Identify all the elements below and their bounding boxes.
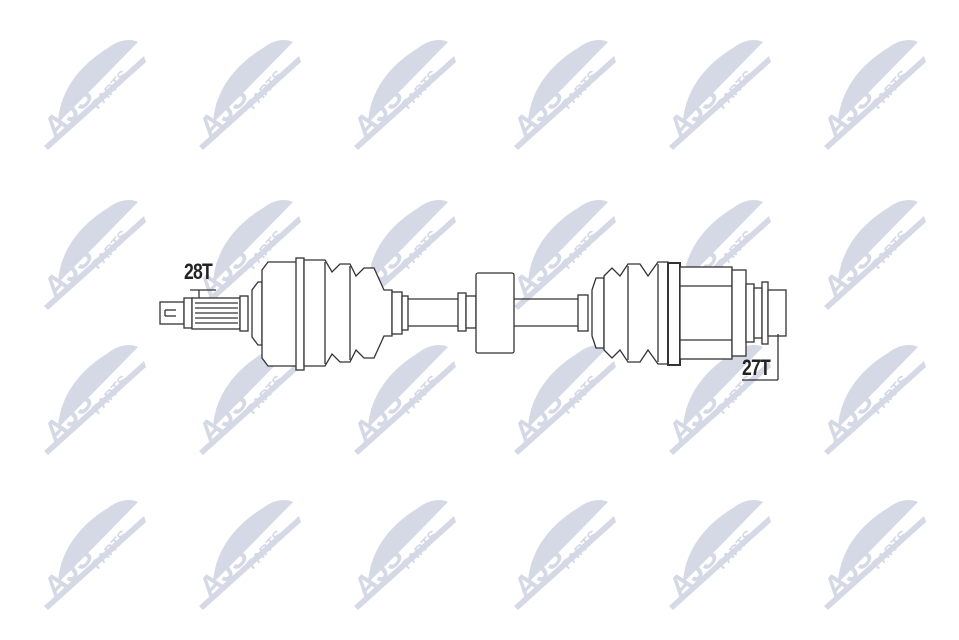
right-spline-count-label: 27T xyxy=(742,355,771,380)
left-spline-count-label: 28T xyxy=(184,259,213,284)
axle-shaft xyxy=(408,272,589,354)
left-stub-shaft xyxy=(159,289,249,332)
right-cv-joint xyxy=(591,261,787,381)
left-cv-joint xyxy=(251,257,409,371)
